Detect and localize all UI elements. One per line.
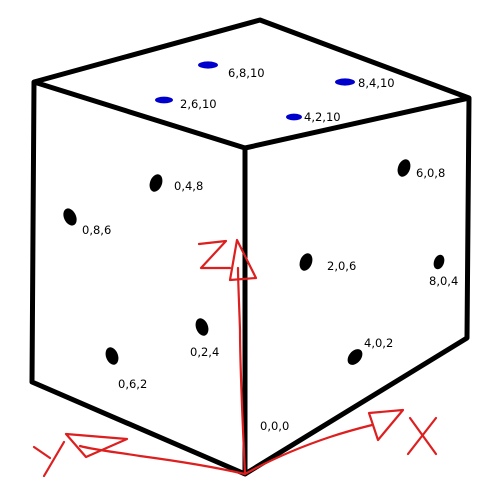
cube-outline xyxy=(29,17,472,477)
cube-right-face-edge xyxy=(243,97,472,477)
left-point-marker xyxy=(105,347,119,365)
left-point-marker xyxy=(63,208,77,226)
axes-group xyxy=(32,238,438,478)
right-point-marker xyxy=(299,253,313,271)
z-axis-arrowhead xyxy=(228,238,258,282)
left-point-label: 0,6,2 xyxy=(118,377,147,391)
top-point-marker xyxy=(286,113,302,121)
right-face-points: 6,0,8 2,0,6 8,0,4 4,0,2 xyxy=(299,159,458,365)
cube-top-face-edge xyxy=(31,17,472,151)
left-point-marker xyxy=(149,174,163,192)
right-point-label: 2,0,6 xyxy=(327,259,356,273)
origin-label: 0,0,0 xyxy=(260,419,289,433)
left-face-points: 0,4,8 0,8,6 0,2,4 0,6,2 xyxy=(63,174,219,391)
y-axis-letter xyxy=(32,440,66,478)
top-face-points: 6,8,10 8,4,10 2,6,10 4,2,10 xyxy=(155,61,395,124)
cube-left-face-edge xyxy=(29,81,248,477)
z-axis-line xyxy=(236,266,247,476)
right-point-label: 8,0,4 xyxy=(429,274,458,288)
right-point-label: 4,0,2 xyxy=(364,336,393,350)
right-point-marker xyxy=(433,254,445,270)
z-axis-letter xyxy=(197,239,232,270)
top-point-label: 6,8,10 xyxy=(228,66,265,80)
top-point-label: 4,2,10 xyxy=(304,110,341,124)
top-point-marker xyxy=(335,78,355,86)
top-point-marker xyxy=(198,61,218,69)
top-point-label: 8,4,10 xyxy=(358,76,395,90)
left-point-marker xyxy=(195,318,209,336)
top-point-label: 2,6,10 xyxy=(180,97,217,111)
right-point-label: 6,0,8 xyxy=(416,166,445,180)
right-point-marker xyxy=(397,159,411,177)
left-point-label: 0,4,8 xyxy=(174,179,203,193)
right-point-marker xyxy=(347,349,363,365)
left-point-label: 0,8,6 xyxy=(82,223,111,237)
left-point-label: 0,2,4 xyxy=(190,345,219,359)
top-point-marker xyxy=(155,96,173,104)
y-axis-line xyxy=(78,444,247,476)
x-axis-line xyxy=(243,423,374,476)
x-axis-arrowhead xyxy=(367,408,405,442)
x-axis-letter xyxy=(406,416,438,456)
y-axis-arrowhead xyxy=(64,432,129,459)
